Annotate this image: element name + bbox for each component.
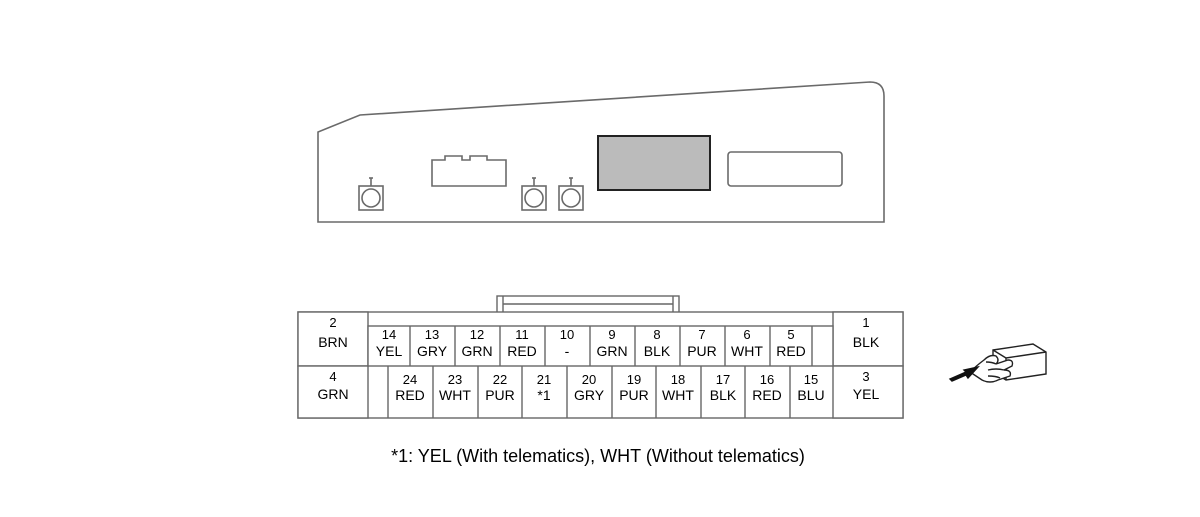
pin-number: 2 xyxy=(329,315,336,330)
wire-color: GRN xyxy=(317,386,348,402)
pin-20: 20 GRY xyxy=(574,372,605,403)
pin-number: 18 xyxy=(671,372,685,387)
connector-socket-icon xyxy=(431,155,507,187)
wire-color: PUR xyxy=(619,387,649,403)
pin-number: 23 xyxy=(448,372,462,387)
wire-color: BLU xyxy=(797,387,824,403)
pin-number: 11 xyxy=(515,327,529,342)
round-port-icon xyxy=(358,177,384,211)
wire-color: *1 xyxy=(537,387,550,403)
wire-color: BLK xyxy=(853,334,880,350)
pin-5: 5 RED xyxy=(776,327,806,359)
pin-16: 16 RED xyxy=(752,372,782,403)
pin-7: 7 PUR xyxy=(687,327,717,359)
wire-color: GRY xyxy=(574,387,605,403)
pin-number: 17 xyxy=(716,372,730,387)
control-unit-icon xyxy=(317,81,885,223)
wire-color: GRN xyxy=(461,343,492,359)
pin-10: 10 - xyxy=(560,327,574,359)
connector-face xyxy=(297,295,904,419)
round-port-icon xyxy=(558,177,584,211)
pin-17: 17 BLK xyxy=(710,372,737,403)
wire-color: BRN xyxy=(318,334,348,350)
wire-color: RED xyxy=(752,387,782,403)
pin-number: 1 xyxy=(862,315,869,330)
wire-color: WHT xyxy=(731,343,763,359)
pin-number: 10 xyxy=(560,327,574,342)
wire-color: YEL xyxy=(853,386,880,402)
pin-number: 20 xyxy=(582,372,596,387)
pin-number: 19 xyxy=(627,372,641,387)
round-port-icon xyxy=(521,177,547,211)
wire-color: GRY xyxy=(417,343,448,359)
top-pin-row: 14 YEL 13 GRY 12 GRN 11 RED 10 - 9 GRN 8… xyxy=(376,327,806,359)
pin-number: 5 xyxy=(787,327,794,342)
wire-color: BLK xyxy=(644,343,671,359)
pin-6: 6 WHT xyxy=(731,327,763,359)
bottom-pin-row: 24 RED 23 WHT 22 PUR 21 *1 20 GRY 19 PUR… xyxy=(395,372,824,403)
wire-color: PUR xyxy=(687,343,717,359)
wire-color: BLK xyxy=(710,387,737,403)
front-view-hand-icon xyxy=(948,343,1047,383)
pin-21: 21 *1 xyxy=(537,372,551,403)
pin-number: 3 xyxy=(862,369,869,384)
pin-13: 13 GRY xyxy=(417,327,448,359)
pin-number: 4 xyxy=(329,369,336,384)
pin-number: 8 xyxy=(653,327,660,342)
pin-number: 22 xyxy=(493,372,507,387)
pin-11: 11 RED xyxy=(507,327,537,359)
pin-4: 4 GRN xyxy=(317,369,348,402)
pin-14: 14 YEL xyxy=(376,327,403,359)
pin-number: 6 xyxy=(743,327,750,342)
wire-color: - xyxy=(565,343,570,359)
pin-number: 21 xyxy=(537,372,551,387)
pin-19: 19 PUR xyxy=(619,372,649,403)
wire-color: RED xyxy=(776,343,806,359)
wire-color: GRN xyxy=(596,343,627,359)
footnote: *1: YEL (With telematics), WHT (Without … xyxy=(391,446,805,466)
label-plate xyxy=(727,151,843,187)
pin-number: 14 xyxy=(382,327,396,342)
pin-number: 24 xyxy=(403,372,417,387)
pin-number: 16 xyxy=(760,372,774,387)
pin-18: 18 WHT xyxy=(662,372,694,403)
pin-number: 12 xyxy=(470,327,484,342)
pin-23: 23 WHT xyxy=(439,372,471,403)
pin-2: 2 BRN xyxy=(318,315,348,350)
pin-number: 13 xyxy=(425,327,439,342)
pin-3: 3 YEL xyxy=(853,369,880,402)
wire-color: PUR xyxy=(485,387,515,403)
pin-12: 12 GRN xyxy=(461,327,492,359)
display-window xyxy=(597,135,711,191)
pin-1: 1 BLK xyxy=(853,315,880,350)
pin-15: 15 BLU xyxy=(797,372,824,403)
pin-22: 22 PUR xyxy=(485,372,515,403)
wire-color: RED xyxy=(395,387,425,403)
pin-9: 9 GRN xyxy=(596,327,627,359)
wire-color: YEL xyxy=(376,343,403,359)
pin-8: 8 BLK xyxy=(644,327,671,359)
pin-24: 24 RED xyxy=(395,372,425,403)
wire-color: RED xyxy=(507,343,537,359)
wire-color: WHT xyxy=(662,387,694,403)
pin-number: 9 xyxy=(608,327,615,342)
wire-color: WHT xyxy=(439,387,471,403)
pin-number: 15 xyxy=(804,372,818,387)
pin-number: 7 xyxy=(698,327,705,342)
